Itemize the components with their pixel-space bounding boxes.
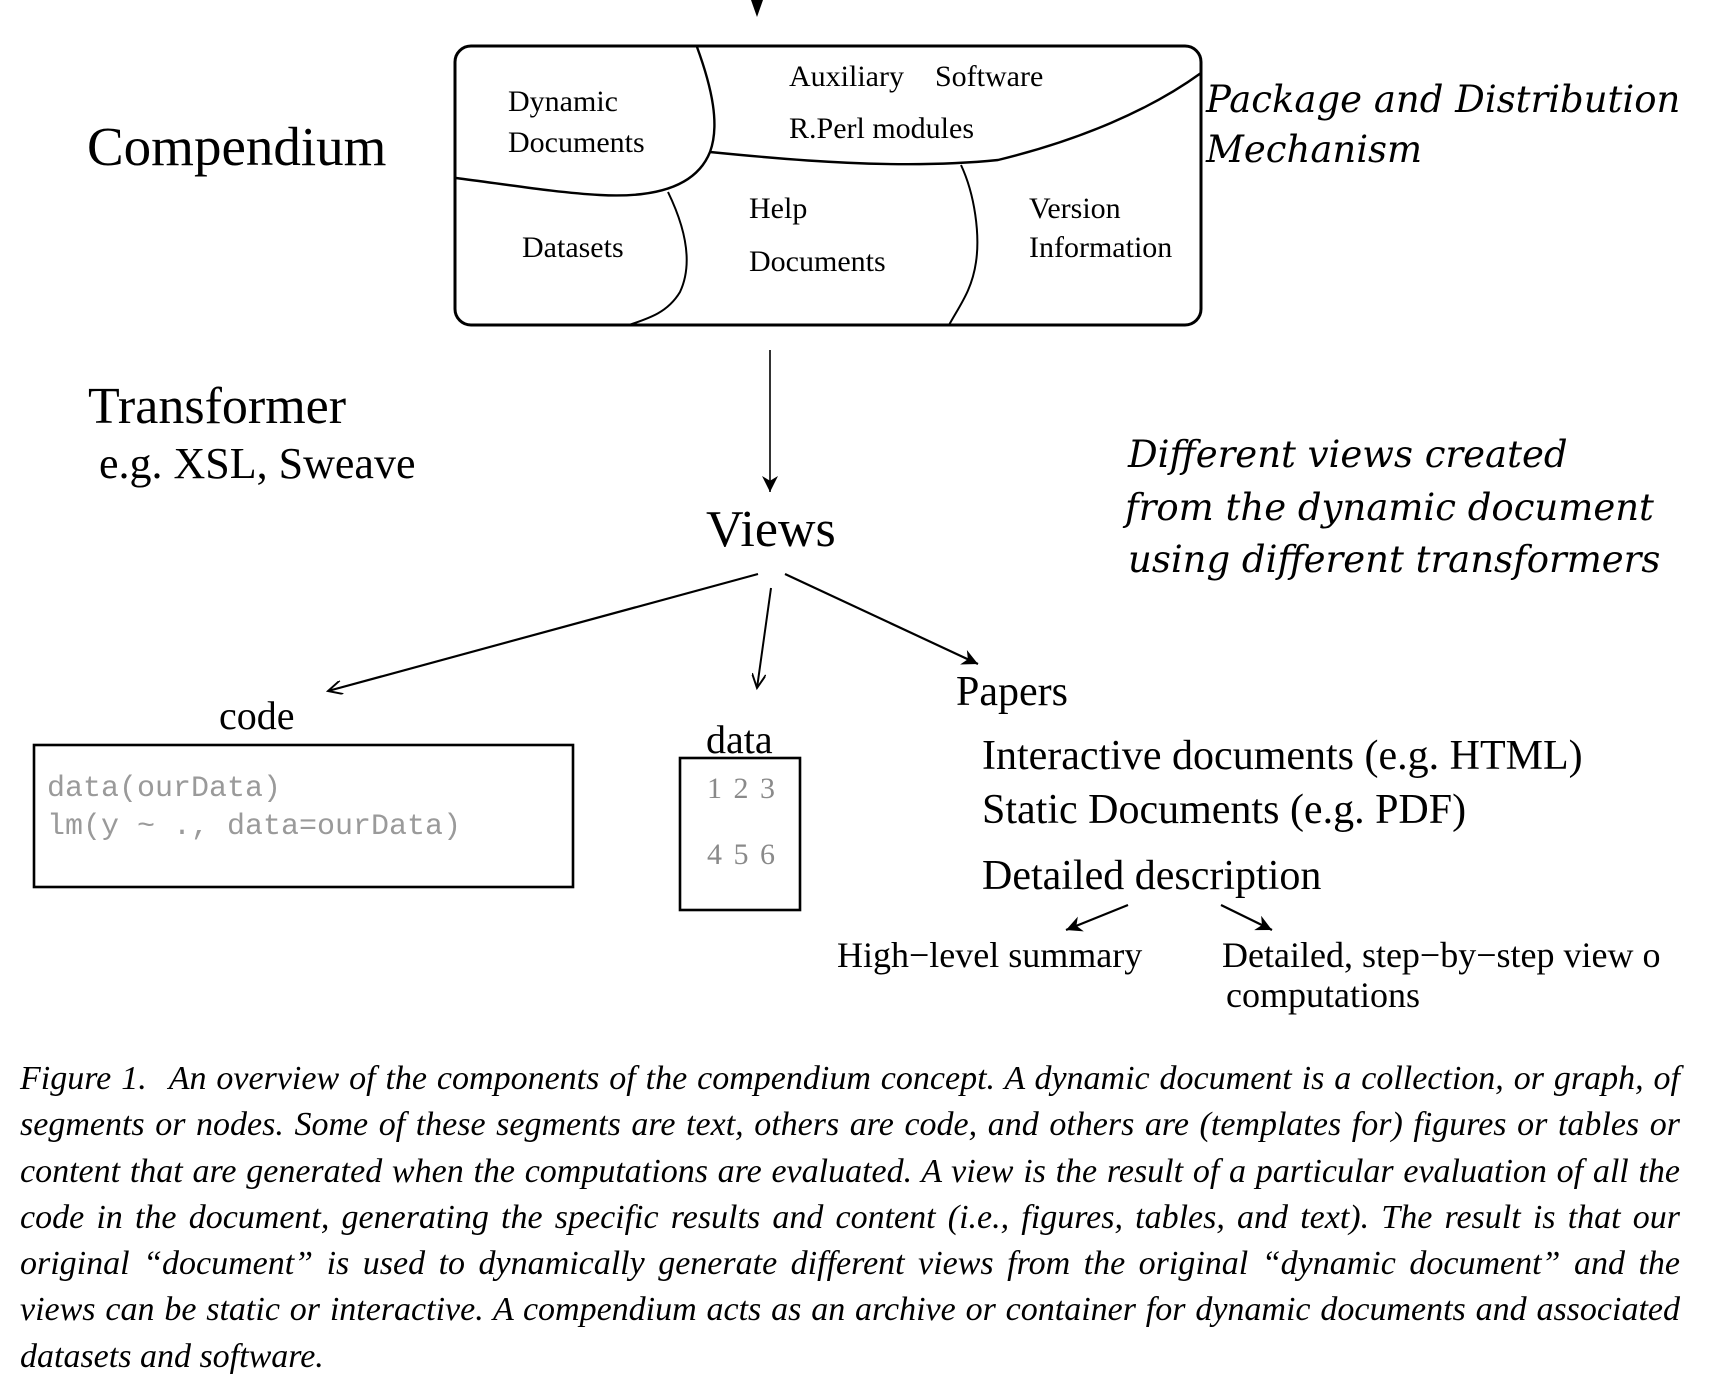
datasets-label: Datasets [522,231,624,264]
code-view-label: code [219,693,295,738]
views-label: Views [706,501,836,558]
data-row-2: 4 5 6 [707,838,777,871]
code-line-1: data(ourData) [47,772,281,806]
transformer-label: Transformer [88,378,346,435]
figure-number: Figure 1. [20,1060,147,1097]
views-note-line-1: Different views created [1127,433,1568,476]
dynamic-documents-line-2: Documents [508,126,645,159]
step-by-step-clip: Detailed, step−by−step view o computatio… [1222,935,1670,1015]
papers-view-label: Papers [956,669,1068,715]
high-level-summary-label: High−level summary [837,935,1142,975]
version-information-line-2: Information [1029,231,1172,264]
help-documents-label: Help Documents [749,192,886,278]
divider-dynamic-documents [455,46,716,197]
arrow-to-code [328,572,759,691]
compendium-label: Compendium [87,116,386,177]
views-note-line-3: using different transformers [1128,538,1660,581]
transformer-examples: e.g. XSL, Sweave [99,439,416,488]
divider-auxiliary-software [709,72,1202,166]
code-view-content: data(ourData) lm(y ~ ., data=ourData) [47,772,461,844]
rperl-modules-label: R.Perl modules [789,112,974,145]
caption-text: An overview of the components of the com… [20,1060,1680,1375]
data-row-1: 1 2 3 [707,772,777,805]
data-view-content: 1 2 3 4 5 6 [707,772,787,871]
step-by-step-label: Detailed, step−by−step view o computatio… [1222,935,1670,1015]
auxiliary-word: Auxiliary [789,60,904,93]
dynamic-documents-line-1: Dynamic [508,85,618,118]
package-note-line-2: Mechanism [1205,128,1422,171]
software-word: Software [935,60,1043,93]
help-documents-line-1: Help [749,192,807,225]
step-by-step-line-2: computations [1226,975,1420,1015]
views-note-line-2: from the dynamic document [1122,486,1654,529]
help-documents-line-2: Documents [749,245,886,278]
package-distribution-note: Package and Distribution Mechanism [1205,78,1692,171]
papers-item-detailed: Detailed description [982,853,1321,899]
divider-version-information [948,164,979,326]
step-by-step-line-1: Detailed, step−by−step view o [1222,935,1661,975]
figure-caption: Figure 1.An overview of the components o… [20,1056,1680,1380]
version-information-label: Version Information [1029,192,1172,264]
divider-datasets [628,191,688,326]
dynamic-documents-label: Dynamic Documents [508,85,645,159]
compendium-box: Dynamic Documents Auxiliary Software R.P… [453,44,1203,327]
arrow-to-high-level-summary [1065,903,1129,932]
papers-item-interactive: Interactive documents (e.g. HTML) [982,733,1583,779]
compendium-box-outline [453,44,1203,327]
arrow-to-papers [784,573,979,665]
code-view-box [32,743,575,889]
data-view-box [678,756,802,912]
data-view-label: data [706,717,773,762]
incoming-arrow-head [751,0,763,17]
arrow-to-data [757,587,772,688]
version-information-line-1: Version [1029,192,1121,225]
views-note: Different views created from the dynamic… [1122,433,1666,581]
package-note-line-1: Package and Distribution [1205,78,1680,121]
code-line-2: lm(y ~ ., data=ourData) [47,810,461,844]
papers-item-static: Static Documents (e.g. PDF) [982,787,1466,833]
auxiliary-software-label: Auxiliary Software [789,60,1043,93]
arrow-to-step-by-step [1220,904,1273,931]
